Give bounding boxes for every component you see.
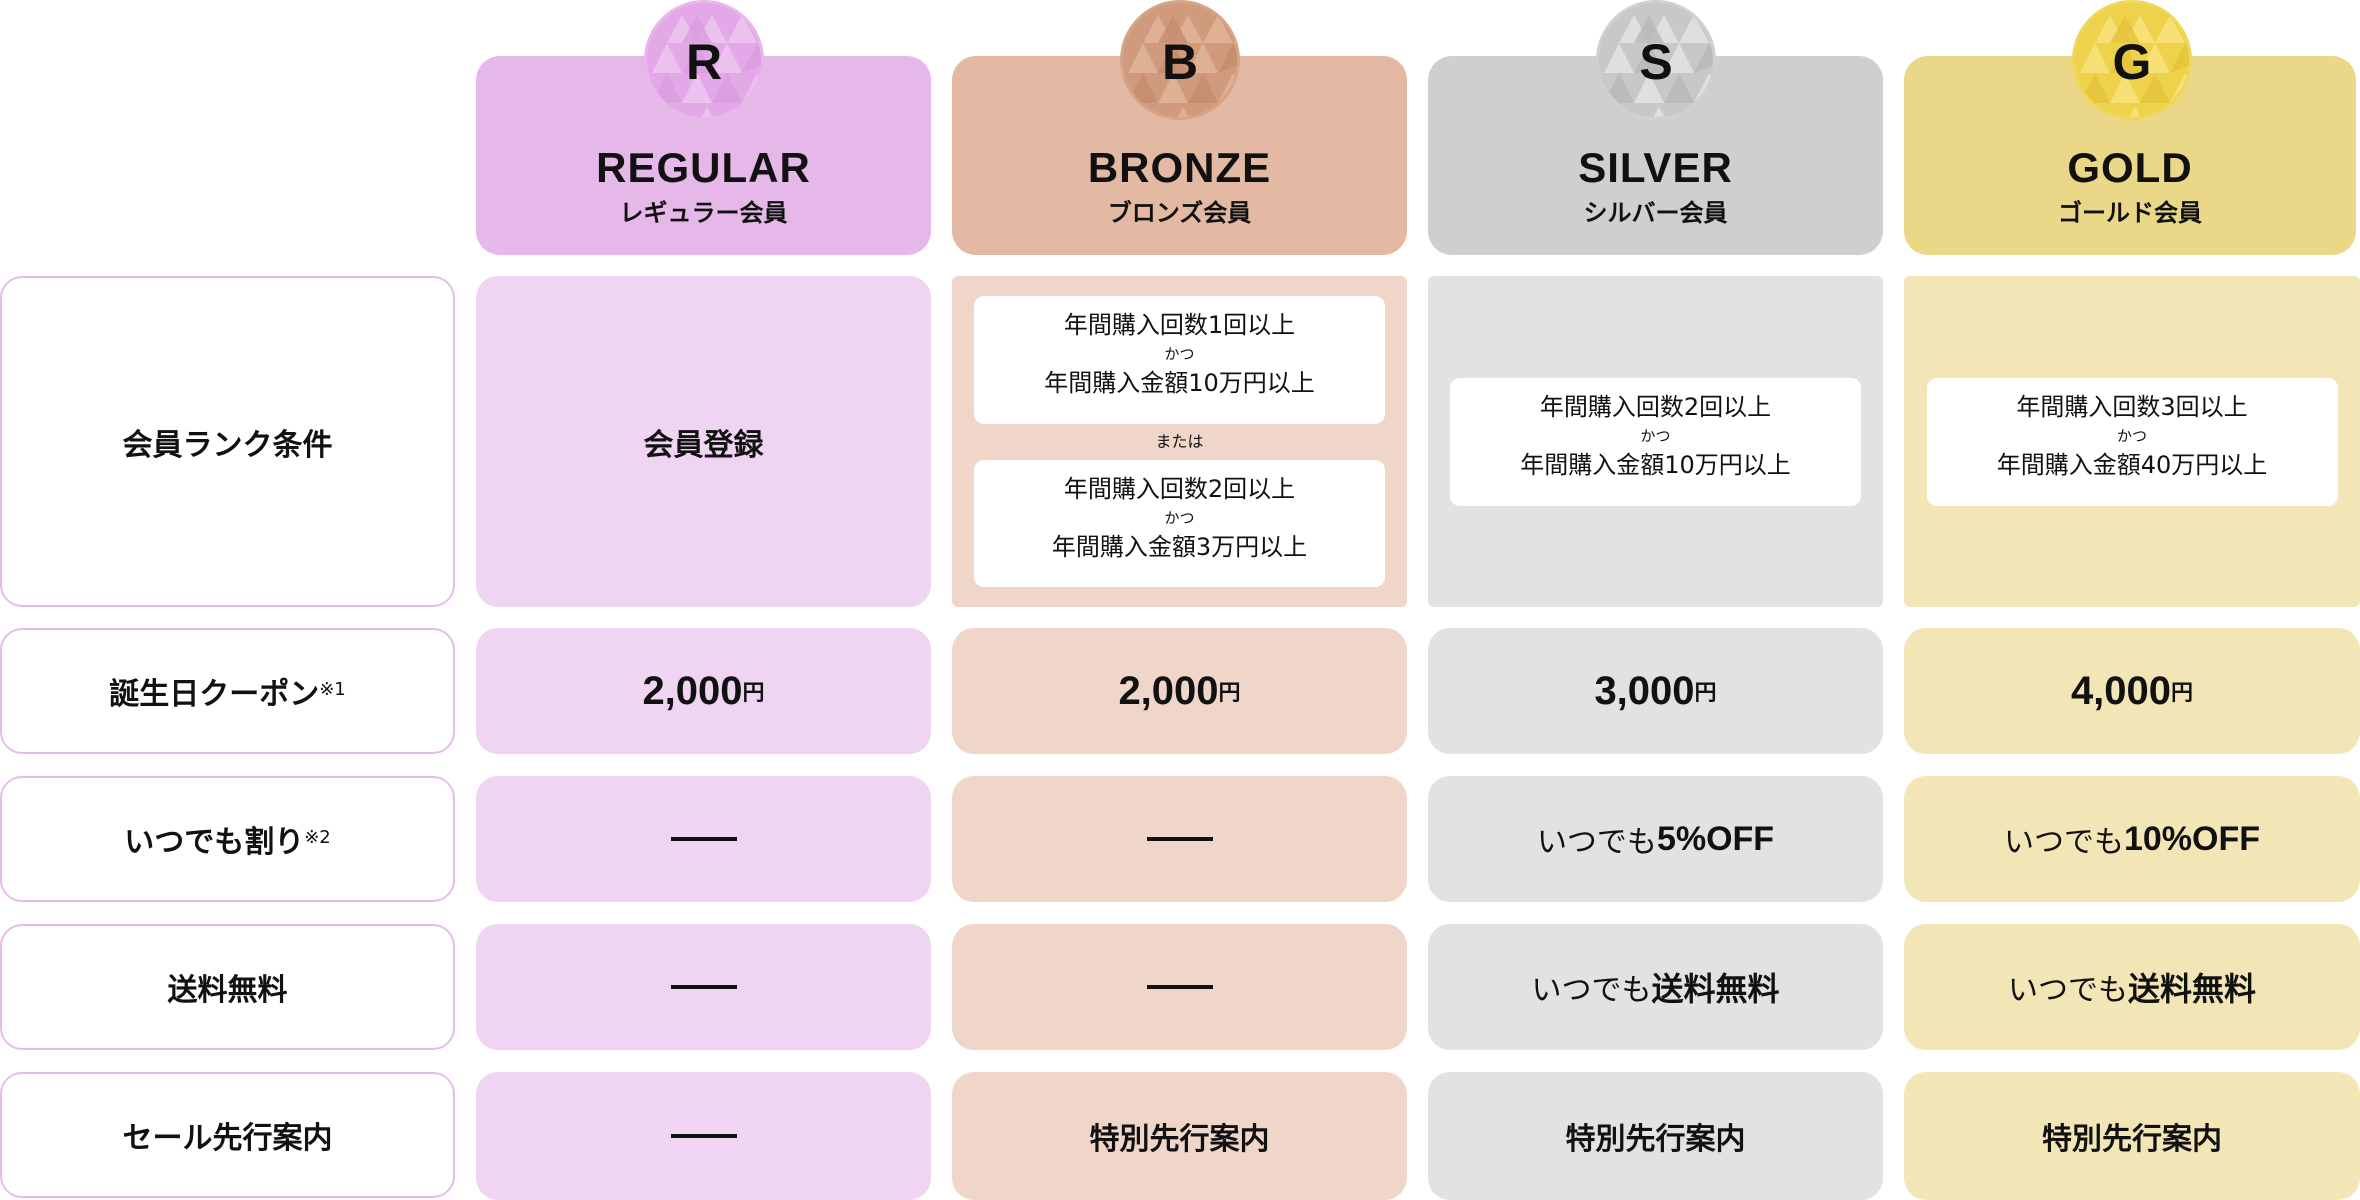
- coupon-amount: 2,000: [642, 668, 743, 713]
- condition-line: 年間購入金額10万円以上: [1520, 450, 1791, 479]
- condition-and: かつ: [1164, 508, 1195, 527]
- row-label-text: セール先行案内: [122, 1121, 333, 1156]
- row-label-sale: セール先行案内: [0, 1072, 455, 1198]
- tier-name-en: SILVER: [1578, 144, 1733, 191]
- shipping-prefix: いつでも: [2007, 973, 2128, 1008]
- currency-unit: 円: [742, 681, 765, 706]
- currency-unit: 円: [2171, 681, 2194, 706]
- coupon-amount: 3,000: [1594, 668, 1695, 713]
- row-label-text: 誕生日クーポン: [109, 677, 320, 712]
- discount-value: 10%OFF: [2123, 819, 2261, 858]
- tier-name-en: REGULAR: [596, 144, 811, 191]
- currency-unit: 円: [1218, 681, 1241, 706]
- discount-prefix: いつでも: [2003, 825, 2124, 860]
- shipping-value: 送料無料: [2127, 970, 2256, 1008]
- row-label-shipping: 送料無料: [0, 924, 455, 1050]
- condition-and: かつ: [2116, 426, 2147, 445]
- row-label-discount: いつでも割り※2: [0, 776, 455, 902]
- condition-box: 年間購入回数2回以上 かつ 年間購入金額3万円以上: [974, 459, 1385, 587]
- cell-shipping-regular: [476, 924, 931, 1050]
- row-label-conditions: 会員ランク条件: [0, 276, 455, 607]
- condition-box: 年間購入回数1回以上 かつ 年間購入金額10万円以上: [974, 296, 1385, 424]
- row-label-text: 送料無料: [167, 973, 288, 1008]
- row-label-coupon: 誕生日クーポン※1: [0, 628, 455, 754]
- condition-or: または: [1155, 431, 1204, 451]
- not-available-dash: [670, 985, 737, 989]
- gold-badge-icon: G: [2072, 0, 2192, 120]
- condition-line: 年間購入金額40万円以上: [1996, 450, 2268, 479]
- condition-line: 年間購入回数1回以上: [1063, 311, 1296, 339]
- badge-letter: B: [1161, 34, 1199, 90]
- silver-badge-icon: S: [1596, 0, 1716, 120]
- cell-shipping-bronze: [952, 924, 1407, 1050]
- condition-and: かつ: [1164, 345, 1195, 363]
- coupon-amount: 4,000: [2070, 668, 2172, 713]
- sale-text: 特別先行案内: [2042, 1122, 2222, 1157]
- cell-sale-regular: [476, 1072, 931, 1200]
- cell-sale-bronze: 特別先行案内: [952, 1072, 1407, 1200]
- badge-letter: R: [685, 34, 723, 90]
- cell-conditions-regular: 会員登録: [476, 276, 931, 607]
- badge-letter: G: [2112, 34, 2152, 90]
- tier-name-ja: レギュラー会員: [619, 199, 788, 227]
- not-available-dash: [1146, 985, 1213, 989]
- condition-line: 年間購入回数2回以上: [1539, 392, 1772, 421]
- cell-sale-silver: 特別先行案内: [1428, 1072, 1883, 1200]
- bronze-badge-icon: B: [1120, 0, 1240, 120]
- currency-unit: 円: [1694, 681, 1717, 706]
- cell-shipping-silver: いつでも送料無料: [1428, 924, 1883, 1050]
- tier-name-ja: ブロンズ会員: [1107, 199, 1252, 227]
- not-available-dash: [1146, 837, 1213, 841]
- tier-header-silver: SILVER シルバー会員: [1428, 56, 1883, 255]
- discount-value: 5%OFF: [1656, 819, 1775, 858]
- cell-sale-gold: 特別先行案内: [1904, 1072, 2360, 1200]
- cell-discount-regular: [476, 776, 931, 902]
- condition-and: かつ: [1640, 426, 1671, 445]
- row-label-text: 会員ランク条件: [122, 427, 333, 463]
- tier-name-ja: ゴールド会員: [2058, 199, 2202, 227]
- condition-line: 年間購入回数3回以上: [2016, 392, 2248, 421]
- coupon-amount: 2,000: [1118, 668, 1219, 713]
- cell-conditions-silver: 年間購入回数2回以上 かつ 年間購入金額10万円以上: [1428, 276, 1883, 607]
- discount-prefix: いつでも: [1536, 825, 1657, 860]
- cell-conditions-gold: 年間購入回数3回以上 かつ 年間購入金額40万円以上: [1904, 276, 2360, 607]
- condition-line: 年間購入金額10万円以上: [1044, 369, 1315, 397]
- shipping-value: 送料無料: [1651, 970, 1780, 1008]
- sale-text: 特別先行案内: [1089, 1122, 1270, 1157]
- not-available-dash: [670, 837, 737, 841]
- cell-discount-bronze: [952, 776, 1407, 902]
- not-available-dash: [670, 1134, 737, 1138]
- condition-box: 年間購入回数2回以上 かつ 年間購入金額10万円以上: [1450, 377, 1861, 506]
- badge-letter: S: [1639, 34, 1673, 90]
- tier-name-ja: シルバー会員: [1583, 199, 1728, 227]
- tier-name-en: GOLD: [2067, 144, 2193, 191]
- condition-box: 年間購入回数3回以上 かつ 年間購入金額40万円以上: [1926, 377, 2338, 506]
- shipping-prefix: いつでも: [1531, 973, 1652, 1008]
- footnote-mark: ※2: [304, 826, 331, 848]
- cell-conditions-bronze: 年間購入回数1回以上 かつ 年間購入金額10万円以上 または 年間購入回数2回以…: [952, 276, 1407, 607]
- row-label-text: いつでも割り: [124, 825, 305, 860]
- condition-line: 年間購入金額3万円以上: [1051, 532, 1308, 561]
- cell-shipping-gold: いつでも送料無料: [1904, 924, 2360, 1050]
- footnote-mark: ※1: [319, 678, 346, 700]
- sale-text: 特別先行案内: [1565, 1122, 1746, 1157]
- tier-name-en: BRONZE: [1087, 144, 1272, 191]
- regular-badge-icon: R: [644, 0, 764, 120]
- condition-line: 年間購入回数2回以上: [1063, 474, 1296, 503]
- condition-text: 会員登録: [643, 427, 764, 463]
